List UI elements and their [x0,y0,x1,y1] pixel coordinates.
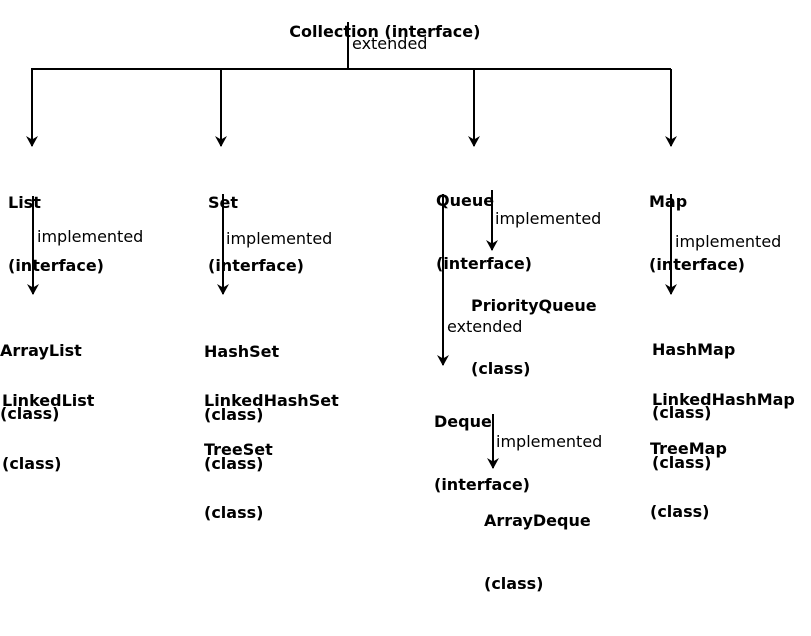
map-name: Map [649,192,688,211]
queue-deque-extended-label: extended [447,317,523,336]
treeset-node: TreeSet (class) [204,397,273,565]
collection-node: Collection (interface) [267,0,480,63]
linkedhashset-kind: (class) [204,454,264,473]
queue-node: Queue (interface) [436,148,532,316]
list-kind: (interface) [8,256,104,275]
linkedhashset-name: LinkedHashSet [204,391,339,410]
map-implemented-label: implemented [675,232,782,251]
treemap-kind: (class) [650,502,710,521]
hashset-kind: (class) [204,405,264,424]
arraylist-node: ArrayList (class) [0,298,82,466]
map-node: Map (interface) [649,149,745,317]
deque-name: Deque [434,412,492,431]
linkedhashset-node: LinkedHashSet (class) [204,348,339,516]
deque-implemented-label: implemented [496,432,603,451]
treemap-node: TreeMap (class) [650,396,727,564]
connector-lines [26,22,677,469]
collection-extended-label: extended [352,34,428,53]
hashset-name: HashSet [204,342,280,361]
linkedlist-name: LinkedList [2,391,95,410]
arraylist-name: ArrayList [0,341,82,360]
hashmap-name: HashMap [652,340,736,359]
hashmap-kind: (class) [652,403,712,422]
arraylist-kind: (class) [0,404,60,423]
deque-node: Deque (interface) [434,369,530,537]
collection-kind: (interface) [384,22,481,41]
deque-kind: (interface) [434,475,530,494]
list-name: List [8,193,41,212]
queue-name: Queue [436,191,495,210]
priorityqueue-node: PriorityQueue (class) [471,253,597,421]
priorityqueue-name: PriorityQueue [471,296,597,315]
set-kind: (interface) [208,256,304,275]
hashset-node: HashSet (class) [204,299,279,467]
set-name: Set [208,193,239,212]
hashmap-node: HashMap (class) [652,297,735,465]
map-kind: (interface) [649,255,745,274]
list-implemented-label: implemented [37,227,144,246]
collection-hierarchy-diagram: Collection (interface) extended List (in… [0,0,795,593]
list-node: List (interface) [8,150,104,318]
arraydeque-name: ArrayDeque [484,511,591,530]
treeset-kind: (class) [204,503,264,522]
linkedhashmap-name: LinkedHashMap [652,390,795,409]
treeset-name: TreeSet [204,440,273,459]
linkedhashmap-node: LinkedHashMap (class) [652,347,795,515]
set-node: Set (interface) [208,150,304,318]
treemap-name: TreeMap [650,439,727,458]
queue-implemented-label: implemented [495,209,602,228]
arraydeque-kind: (class) [484,574,544,593]
queue-kind: (interface) [436,254,532,273]
linkedlist-node: LinkedList (class) [2,348,94,516]
priorityqueue-kind: (class) [471,359,531,378]
collection-name: Collection [289,22,379,41]
linkedhashmap-kind: (class) [652,453,712,472]
set-implemented-label: implemented [226,229,333,248]
arraydeque-node: ArrayDeque (class) [484,468,591,636]
linkedlist-kind: (class) [2,454,62,473]
